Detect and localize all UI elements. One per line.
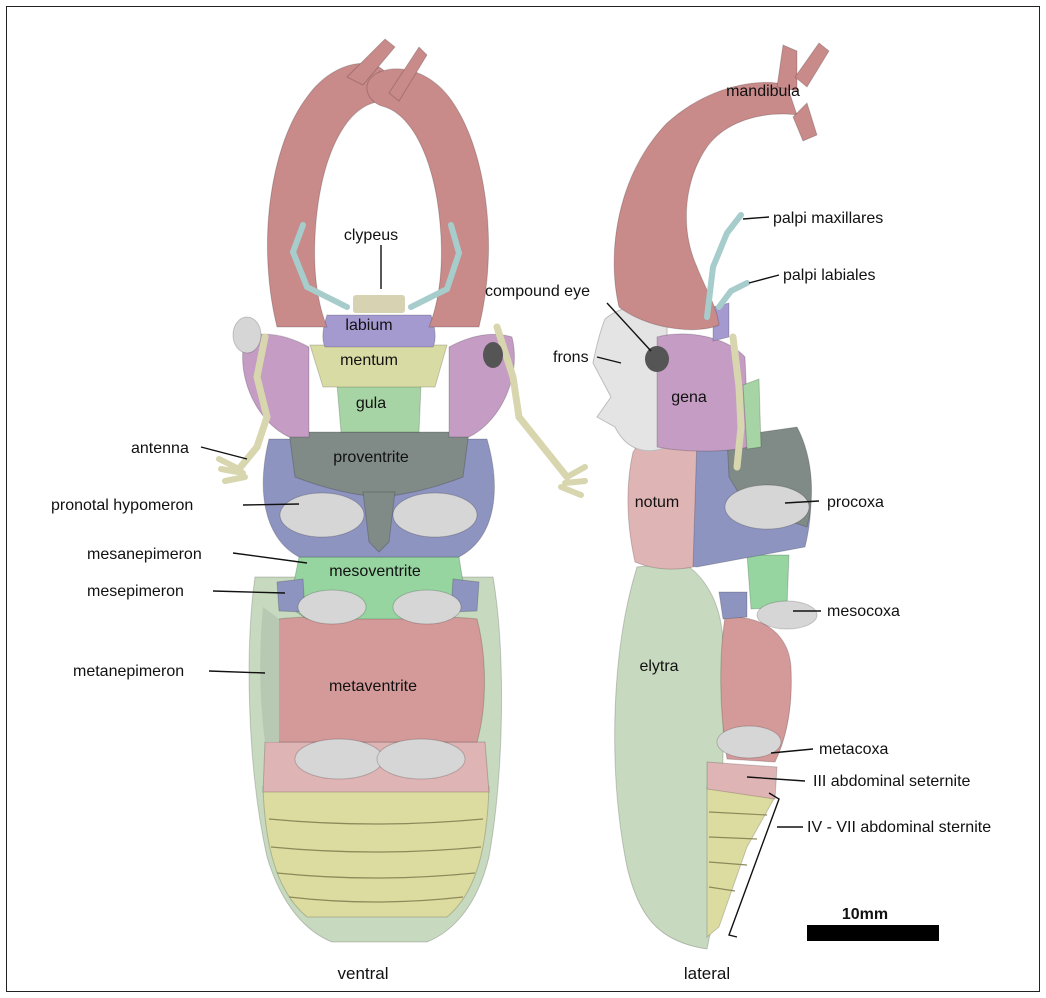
label-compound-eye: compound eye [485, 283, 590, 300]
view-label-lateral: lateral [684, 964, 730, 983]
lateral-mesocoxa [757, 601, 817, 629]
label-metacoxa: metacoxa [819, 741, 888, 758]
ventral-mandible-right [367, 69, 489, 327]
lateral-procoxa [725, 485, 809, 529]
label-pronotal-hypomeron: pronotal hypomeron [51, 497, 193, 514]
hind-coxa-right [377, 739, 465, 779]
mandible-fork-lower [793, 103, 817, 141]
mid-coxa-left [298, 590, 366, 624]
label-iv-vii-abdominal: IV - VII abdominal sternite [807, 819, 991, 836]
label-gula: gula [356, 395, 386, 412]
label-mesanepimeron: mesanepimeron [87, 546, 202, 563]
ventral-eye-lobe-left [233, 317, 261, 353]
label-labium: labium [345, 317, 392, 334]
label-elytra: elytra [639, 658, 678, 675]
label-procoxa: procoxa [827, 494, 884, 511]
front-coxa-left [280, 493, 364, 537]
lateral-mesepimeron [719, 592, 747, 619]
label-frons: frons [553, 349, 589, 366]
lateral-compound-eye [645, 346, 669, 372]
label-mesepimeron: mesepimeron [87, 583, 184, 600]
lateral-view [593, 43, 829, 949]
ventral-mandible-left [267, 64, 390, 327]
lateral-palp-labialis [719, 283, 747, 307]
scale-bar-label: 10mm [842, 906, 888, 923]
label-iii-abdominal: III abdominal seternite [813, 773, 971, 790]
lateral-mandible [614, 82, 797, 329]
label-gena: gena [671, 389, 707, 406]
label-clypeus: clypeus [344, 227, 398, 244]
hind-coxa-left [295, 739, 383, 779]
label-notum: notum [635, 494, 679, 511]
beetle-anatomy-diagram: clypeus labium mentum gula proventrite m… [7, 7, 1038, 990]
label-antenna: antenna [131, 440, 189, 457]
figure-frame: clypeus labium mentum gula proventrite m… [6, 6, 1040, 992]
label-mesoventrite: mesoventrite [329, 563, 421, 580]
label-proventrite: proventrite [333, 449, 409, 466]
label-mandibula: mandibula [726, 83, 800, 100]
metanepimeron-strip [260, 607, 279, 742]
mid-coxa-right [393, 590, 461, 624]
front-coxa-right [393, 493, 477, 537]
label-mentum: mentum [340, 352, 398, 369]
mandible-fork-mid [795, 43, 829, 87]
label-mesocoxa: mesocoxa [827, 603, 900, 620]
lateral-abdomen [707, 787, 775, 937]
label-palpi-maxillares: palpi maxillares [773, 210, 883, 227]
clypeus-plate [353, 295, 405, 313]
scale-bar [807, 925, 939, 941]
view-label-ventral: ventral [337, 964, 388, 983]
ventral-view [219, 39, 585, 942]
ventral-eye-right [483, 342, 503, 368]
label-metaventrite: metaventrite [329, 678, 417, 695]
label-palpi-labiales: palpi labiales [783, 267, 876, 284]
label-metanepimeron: metanepimeron [73, 663, 184, 680]
